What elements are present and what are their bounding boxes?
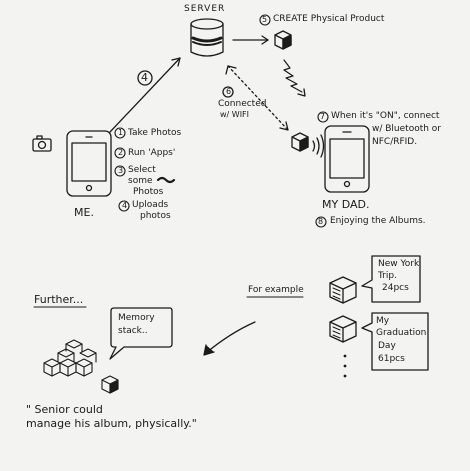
step5-text: CREATE Physical Product: [273, 14, 385, 24]
quote-line1: " Senior could: [26, 403, 103, 416]
me-step3-line3: Photos: [133, 187, 164, 197]
further-label: Further...: [34, 293, 84, 306]
me-label: ME.: [74, 206, 94, 219]
step6-number: 6: [226, 87, 232, 96]
album2-line2: Graduation: [376, 328, 427, 338]
dad-label: MY DAD.: [322, 198, 370, 211]
step4-marker: [137, 70, 153, 86]
album2-line4: 61pcs: [378, 354, 405, 364]
album1-line2: Trip.: [378, 271, 397, 281]
wifi-connection-line: [225, 65, 289, 131]
quote-line2: manage his album, physically.": [26, 417, 197, 430]
me-step3-line2: some: [128, 176, 153, 186]
camera-icon: [32, 135, 52, 152]
example-label: For example: [248, 285, 304, 295]
server-icon: [190, 18, 224, 57]
me-step1-text: Take Photos: [128, 128, 182, 138]
server-label: SERVER: [184, 4, 226, 14]
step6-marker: [222, 86, 234, 98]
album1-line3: 24pcs: [382, 283, 409, 293]
me-step3-line1: Select: [128, 165, 156, 175]
me-step3-number: 3: [118, 166, 124, 175]
step8-text: Enjoying the Albums.: [330, 216, 426, 226]
memory-stack-boxes-icon: [43, 339, 119, 394]
step8-number: 8: [318, 217, 324, 226]
album1-line1: New York: [378, 259, 420, 269]
product-box-icon: [274, 30, 292, 50]
step7-line2: w/ Bluetooth or: [372, 124, 442, 134]
example-arrow: [203, 296, 304, 356]
album-bubble-2: [361, 312, 429, 371]
signal-waves-icon: [312, 134, 325, 158]
me-step4-number: 4: [122, 201, 128, 210]
step5-number: 5: [262, 15, 268, 24]
me-step1-number: 1: [118, 128, 124, 137]
album2-line3: Day: [378, 341, 396, 351]
me-phone-icon: [66, 130, 112, 197]
memory-bubble-line1: Memory: [118, 313, 155, 323]
me-step2-number: 2: [118, 148, 124, 157]
step7-line3: NFC/RFID.: [372, 137, 418, 147]
memory-bubble-line2: stack..: [118, 326, 148, 336]
me-step4-line1: Uploads: [132, 200, 169, 210]
step6-line2: w/ WIFI: [220, 110, 250, 119]
step4-number: 4: [141, 71, 148, 84]
memory-bubble: [109, 307, 173, 360]
server-to-product-arrow: [232, 35, 269, 45]
step7-number: 7: [320, 112, 326, 121]
step7-line1: When it's "ON", connect: [331, 111, 440, 121]
me-step4-line2: photos: [140, 211, 171, 221]
album-box-1-icon: [329, 276, 357, 304]
bluetooth-box-icon: [291, 132, 309, 152]
dad-phone-icon: [324, 125, 370, 193]
album-bubble-1: [361, 255, 421, 303]
scribble-mark: [156, 176, 176, 184]
more-dots: [343, 354, 347, 378]
album-box-2-icon: [329, 315, 357, 343]
me-step2-text: Run 'Apps': [128, 148, 176, 158]
me-step-markers: [114, 127, 130, 212]
shipping-arrow: [283, 59, 306, 97]
dad-step-markers: [259, 14, 329, 228]
step6-line1: Connected: [218, 99, 267, 109]
upload-arrow: [109, 57, 181, 133]
album2-line1: My: [376, 316, 390, 326]
